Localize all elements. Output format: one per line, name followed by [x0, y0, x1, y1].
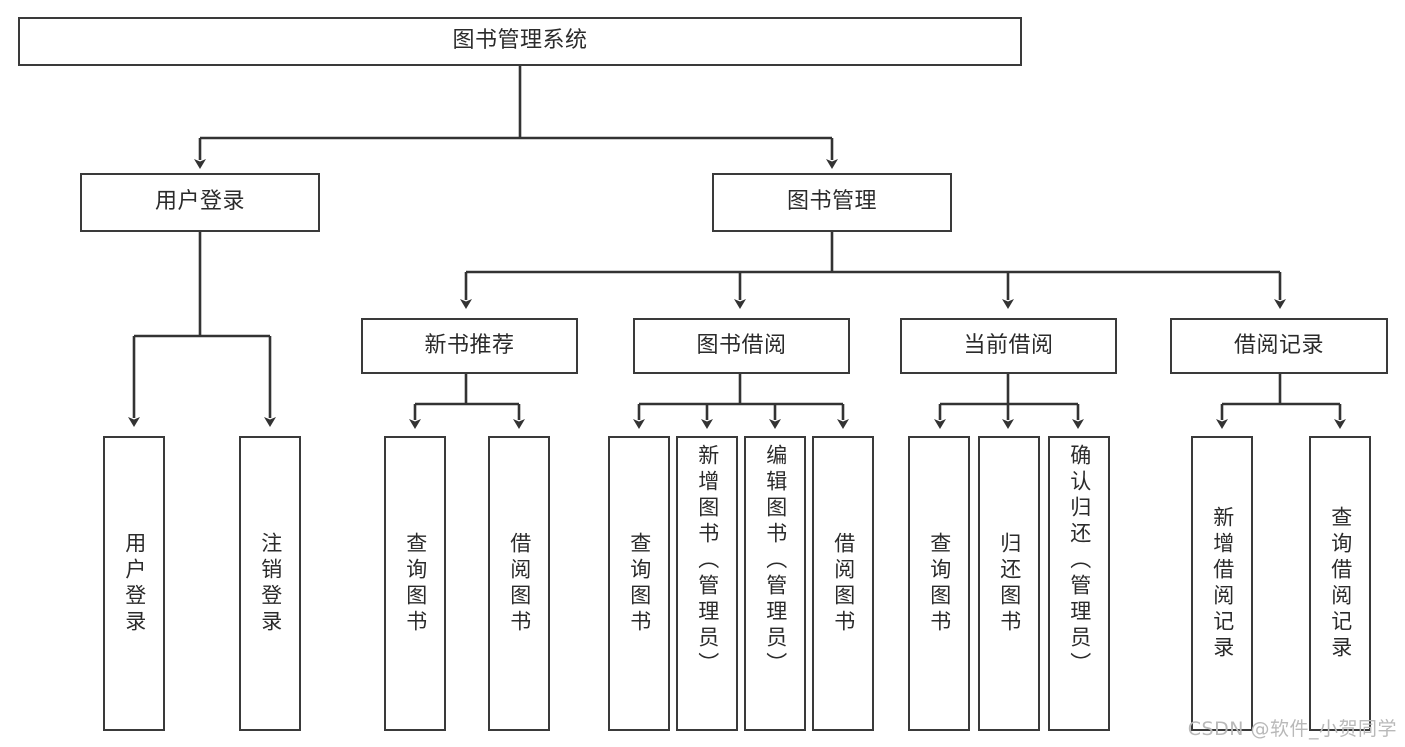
- leaf-query-book-1[interactable]: 查询图书: [384, 436, 446, 731]
- leaf-user-login-label: 用户登录: [122, 531, 147, 636]
- leaf-borrow-book-1-label: 借阅图书: [507, 531, 532, 636]
- leaf-add-record-label: 新增借阅记录: [1210, 505, 1235, 662]
- node-book-manage[interactable]: 图书管理: [712, 173, 952, 232]
- node-new-book-recommend-label: 新书推荐: [424, 332, 515, 358]
- leaf-return-book[interactable]: 归还图书: [978, 436, 1040, 731]
- leaf-logout-login[interactable]: 注销登录: [239, 436, 301, 731]
- leaf-edit-book[interactable]: 编辑图书（管理员）: [744, 436, 806, 731]
- node-current-borrow-label: 当前借阅: [963, 332, 1054, 358]
- leaf-query-book-3[interactable]: 查询图书: [908, 436, 970, 731]
- node-borrow-record[interactable]: 借阅记录: [1170, 318, 1388, 374]
- node-book-borrow[interactable]: 图书借阅: [633, 318, 850, 374]
- leaf-query-book-3-label: 查询图书: [927, 531, 952, 636]
- leaf-query-book-2[interactable]: 查询图书: [608, 436, 670, 731]
- leaf-add-book-label: 新增图书（管理员）: [695, 444, 720, 678]
- leaf-query-record-label: 查询借阅记录: [1328, 505, 1353, 662]
- node-user-login[interactable]: 用户登录: [80, 173, 320, 232]
- leaf-logout-login-label: 注销登录: [258, 531, 283, 636]
- watermark-text: CSDN @软件_小贺同学: [1187, 718, 1397, 740]
- node-new-book-recommend[interactable]: 新书推荐: [361, 318, 578, 374]
- leaf-borrow-book-2-label: 借阅图书: [831, 531, 856, 636]
- leaf-user-login[interactable]: 用户登录: [103, 436, 165, 731]
- leaf-query-book-1-label: 查询图书: [403, 531, 428, 636]
- leaf-return-book-label: 归还图书: [997, 531, 1022, 636]
- leaf-query-book-2-label: 查询图书: [627, 531, 652, 636]
- leaf-edit-book-label: 编辑图书（管理员）: [763, 444, 788, 678]
- node-root[interactable]: 图书管理系统: [18, 17, 1022, 66]
- leaf-query-record[interactable]: 查询借阅记录: [1309, 436, 1371, 731]
- node-user-login-label: 用户登录: [154, 189, 245, 215]
- node-book-manage-label: 图书管理: [786, 189, 877, 215]
- leaf-confirm-return[interactable]: 确认归还（管理员）: [1048, 436, 1110, 731]
- leaf-add-record[interactable]: 新增借阅记录: [1191, 436, 1253, 731]
- node-root-label: 图书管理系统: [452, 28, 588, 54]
- node-current-borrow[interactable]: 当前借阅: [900, 318, 1117, 374]
- node-borrow-record-label: 借阅记录: [1233, 332, 1324, 358]
- leaf-borrow-book-2[interactable]: 借阅图书: [812, 436, 874, 731]
- leaf-borrow-book-1[interactable]: 借阅图书: [488, 436, 550, 731]
- leaf-add-book[interactable]: 新增图书（管理员）: [676, 436, 738, 731]
- node-book-borrow-label: 图书借阅: [696, 332, 787, 358]
- leaf-confirm-return-label: 确认归还（管理员）: [1067, 444, 1092, 678]
